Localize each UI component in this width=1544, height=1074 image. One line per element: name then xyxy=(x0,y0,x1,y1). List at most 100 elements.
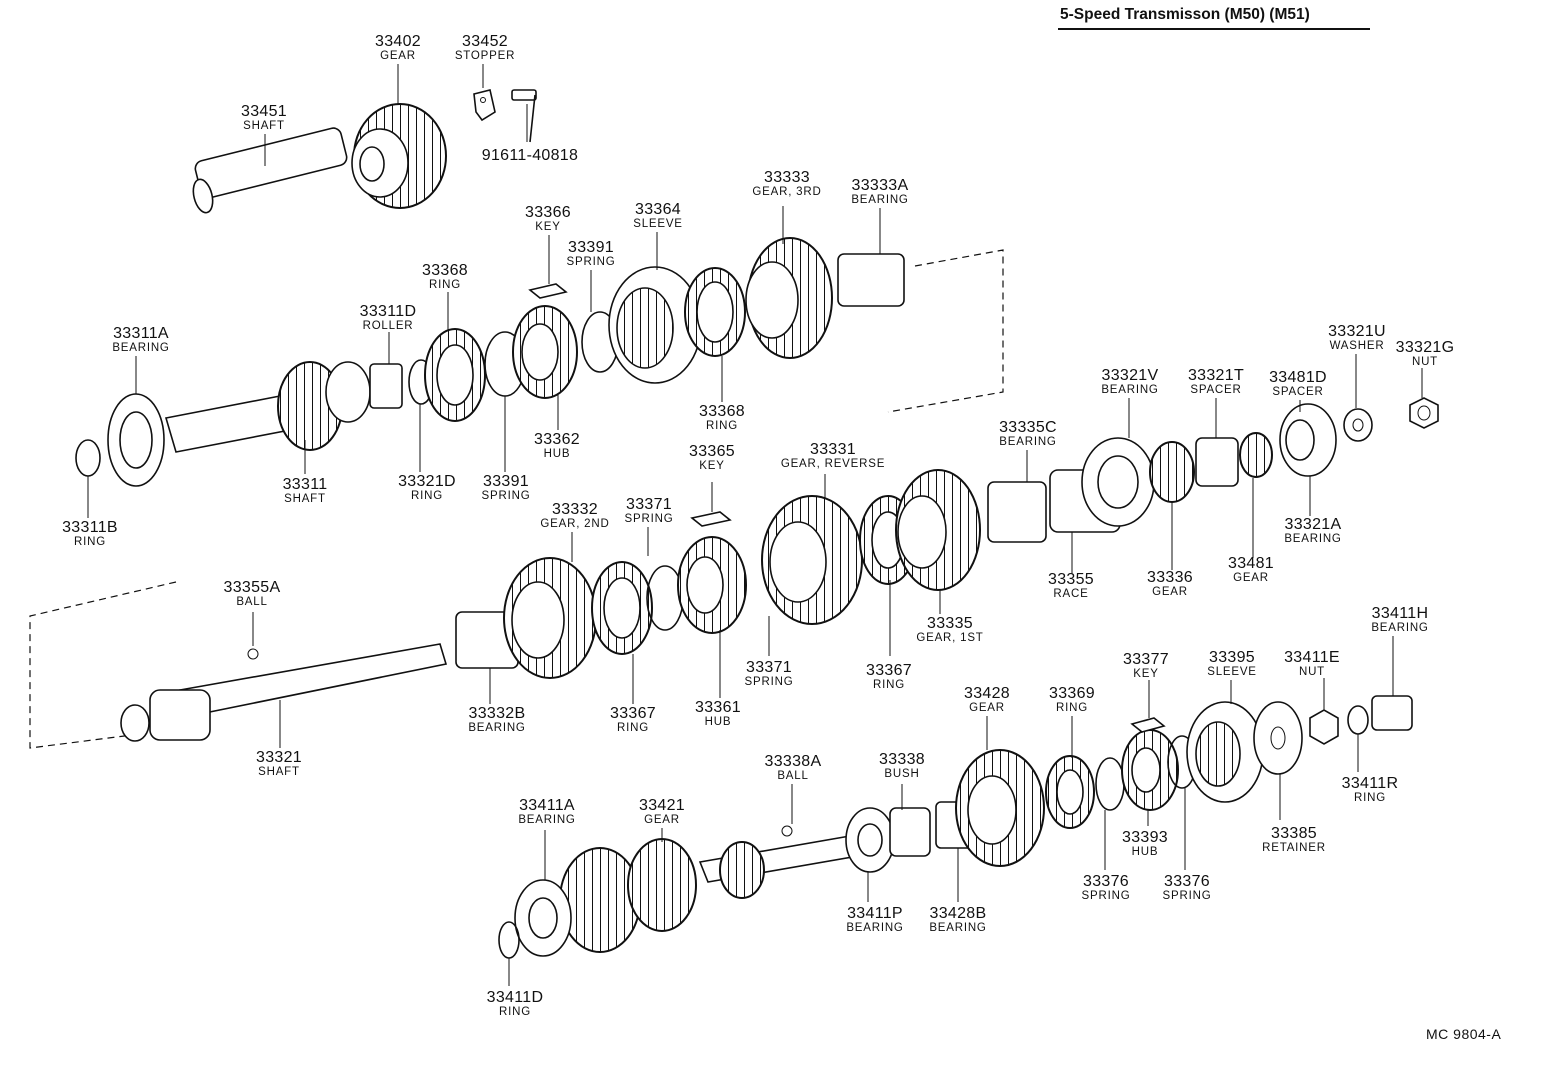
part-number: 33376 xyxy=(1083,873,1129,890)
center-bearing xyxy=(1081,437,1155,527)
part-name: BEARING xyxy=(1101,384,1159,396)
speedometer-drive-gear xyxy=(1239,432,1273,478)
part-number: 33311D xyxy=(359,303,417,320)
part-name: SPRING xyxy=(744,676,794,688)
spring-5th-a xyxy=(1095,757,1125,811)
leader-lines xyxy=(87,64,1423,986)
part-number: 33361 xyxy=(695,699,741,716)
part-name: BEARING xyxy=(112,342,170,354)
part-name: SHAFT xyxy=(258,766,300,778)
part-name: RING xyxy=(74,536,106,548)
part-name: STOPPER xyxy=(454,50,516,62)
rear-bearing xyxy=(1279,403,1337,477)
roller-bearing xyxy=(369,363,403,409)
part-number: 33332B xyxy=(468,705,526,722)
part-number: 33481D xyxy=(1269,369,1327,386)
part-name: BEARING xyxy=(518,814,576,826)
part-name: GEAR xyxy=(1152,586,1188,598)
part-number: 33428 xyxy=(964,685,1010,702)
input-shaft xyxy=(164,361,371,453)
part-name: BEARING xyxy=(929,922,987,934)
part-name: SPRING xyxy=(566,256,616,268)
key-3-4 xyxy=(528,283,568,299)
part-number: 33452 xyxy=(461,33,508,50)
part-number: 33369 xyxy=(1049,685,1095,702)
reverse-gear-sleeve xyxy=(761,495,863,625)
part-number: 33481 xyxy=(1228,555,1274,572)
snap-ring-counter xyxy=(498,921,520,959)
counter-front-bearing xyxy=(514,879,572,957)
part-number: 33321T xyxy=(1187,367,1245,384)
part-number: 33311B xyxy=(62,519,118,536)
part-number: 33421 xyxy=(639,797,685,814)
part-name: KEY xyxy=(535,221,561,233)
part-number: 33411A xyxy=(519,797,575,814)
part-number: 33355A xyxy=(223,579,281,596)
counter-nut xyxy=(1309,709,1339,745)
part-number: 33321G xyxy=(1395,339,1455,356)
part-name: GEAR xyxy=(1233,572,1269,584)
bush xyxy=(889,807,931,857)
part-name: HUB xyxy=(543,448,571,460)
part-name: GEAR xyxy=(969,702,1005,714)
part-name: SPRING xyxy=(1162,890,1212,902)
part-name: BEARING xyxy=(846,922,904,934)
part-number: 33367 xyxy=(610,705,656,722)
part-name: SPRING xyxy=(1081,890,1131,902)
part-number: 33391 xyxy=(568,239,614,256)
part-name: RING xyxy=(411,490,443,502)
part-name: SPRING xyxy=(624,513,674,525)
title-underline xyxy=(1058,28,1370,30)
part-name: GEAR, 2ND xyxy=(540,518,610,530)
part-name: NUT xyxy=(1411,356,1439,368)
part-name: BEARING xyxy=(1371,622,1429,634)
gear-5th-output xyxy=(1149,441,1195,503)
part-number: 33411D xyxy=(486,989,544,1006)
part-number: 33411R xyxy=(1341,775,1399,792)
hub-1-2 xyxy=(677,536,747,634)
counter-rear-bearing xyxy=(1371,695,1413,731)
part-number: 33411E xyxy=(1284,649,1340,666)
hub-3-4 xyxy=(512,305,578,399)
lock-nut xyxy=(1409,397,1439,429)
part-number: 33366 xyxy=(525,204,571,221)
sleeve-3-4 xyxy=(608,266,702,384)
part-name: GEAR, 3RD xyxy=(752,186,822,198)
gear-3rd xyxy=(745,237,833,359)
gear-2nd xyxy=(503,557,597,679)
part-number: 33402 xyxy=(375,33,421,50)
part-number: 33331 xyxy=(810,441,856,458)
part-number: 33451 xyxy=(241,103,287,120)
part-number: 33368 xyxy=(422,262,468,279)
part-name: BALL xyxy=(777,770,809,782)
part-name: BEARING xyxy=(468,722,526,734)
part-name: SPACER xyxy=(1190,384,1242,396)
needle-bearing-1st xyxy=(987,481,1047,543)
part-name: GEAR xyxy=(380,50,416,62)
snap-ring-r xyxy=(1347,705,1369,735)
part-number: 33393 xyxy=(1122,829,1168,846)
synchro-ring-3rd-b xyxy=(684,267,746,357)
